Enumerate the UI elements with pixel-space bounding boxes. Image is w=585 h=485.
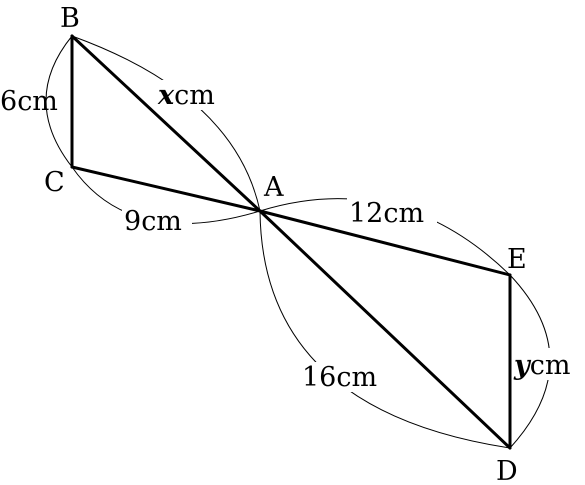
measure-label-ac: 9cm bbox=[124, 206, 182, 237]
vertex-label-a: A bbox=[263, 172, 284, 203]
measure-label-ab: xcm bbox=[157, 80, 215, 111]
segment-ac bbox=[70, 165, 262, 213]
segment-ae bbox=[258, 209, 512, 277]
segment-ad bbox=[258, 209, 512, 450]
measure-label-ad: 16cm bbox=[302, 362, 377, 393]
measure-label-de: ycm bbox=[513, 350, 570, 381]
arc-bc bbox=[45, 35, 73, 168]
vertex-label-e: E bbox=[507, 244, 527, 275]
vertex-label-d: D bbox=[496, 456, 518, 485]
vertex-label-b: B bbox=[60, 3, 80, 34]
measure-label-ae: 12cm bbox=[349, 198, 424, 229]
segment-ab bbox=[70, 34, 262, 213]
measure-label-bc: 6cm bbox=[0, 86, 58, 117]
vertex-label-c: C bbox=[44, 167, 65, 198]
